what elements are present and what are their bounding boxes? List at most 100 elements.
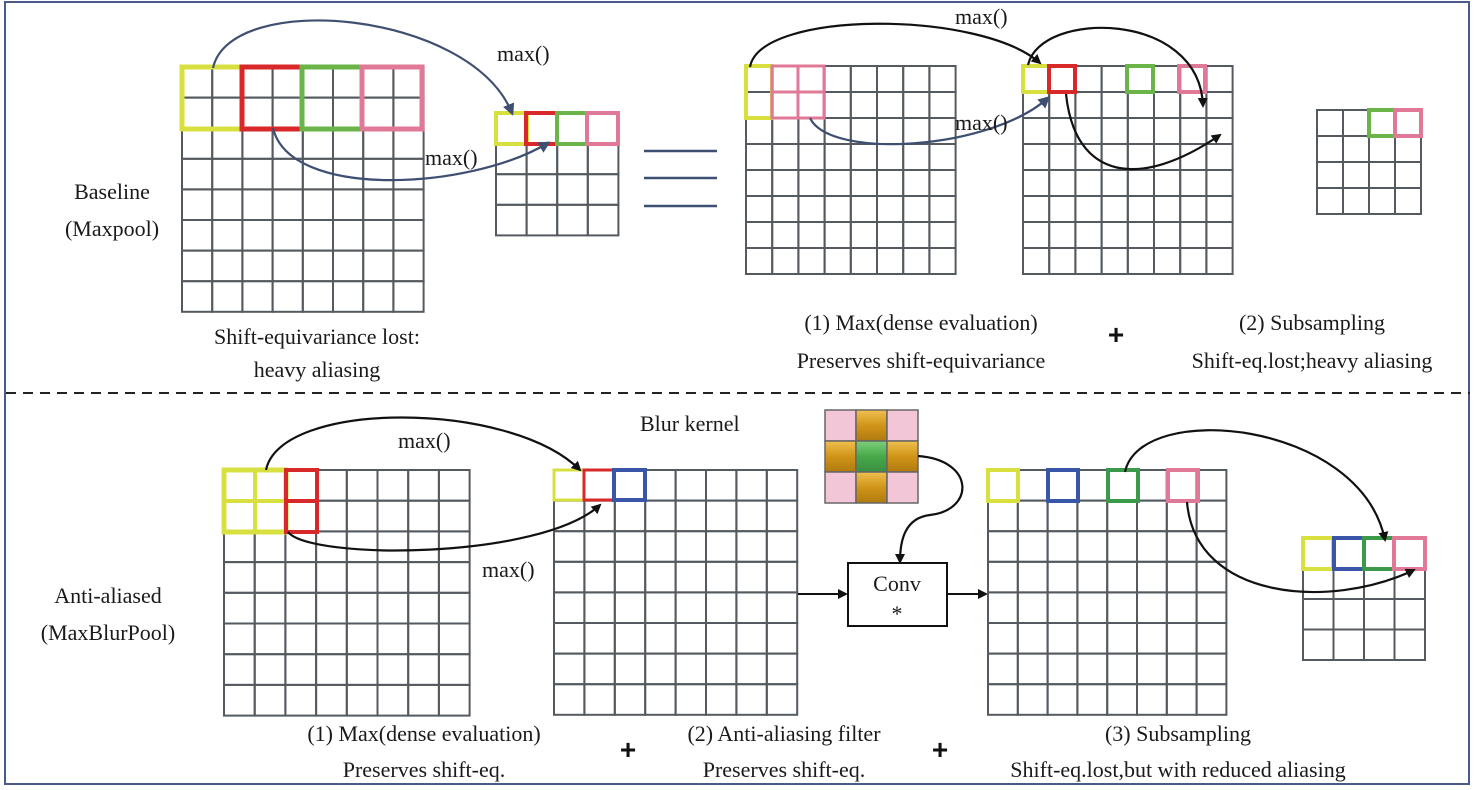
conv-label: Conv [873,571,921,596]
grid-cell [613,560,647,594]
aa-max-label-bottom: max() [482,557,535,582]
grid-cell [284,499,318,533]
grid-cell [362,96,395,130]
grid-cell [1342,161,1370,189]
grid-cell [1136,622,1168,655]
aa-blur-green [1106,468,1140,503]
grid-cell [1316,187,1344,215]
kernel-cell-pink [824,409,857,442]
grid-cell [1048,65,1077,93]
grid-cell [1205,221,1234,249]
grid-cell [705,499,738,533]
grid-cell [1195,683,1228,716]
grid-cell [211,96,244,130]
grid-cell [301,219,334,252]
grid-cell [1074,91,1103,119]
aa-max-label-top: max() [398,428,451,453]
grid-cell [1074,65,1103,93]
grid-cell [1153,247,1182,275]
grid-cell [876,247,905,275]
grid-cell [1302,628,1335,661]
grid-cell [223,469,256,502]
grid-cell [823,195,852,223]
grid-cell [1136,499,1168,533]
aa-plus-icon-1: + [620,734,636,765]
grid-cell [495,112,528,145]
grid-cell [745,65,774,93]
grid-cell [902,117,931,145]
grid-cell [1368,187,1396,215]
grid-cell [407,622,440,656]
grid-cell [1046,622,1079,655]
conv-block: Conv * [847,562,948,627]
grid-cell [876,169,905,197]
grid-cell [823,91,852,119]
grid-cell [1048,143,1077,171]
grid-cell [902,195,931,223]
grid-cell [849,91,878,119]
grid-cell [583,683,616,716]
grid-cell [1022,195,1051,223]
grid-cell [1394,187,1422,215]
grid-cell [1106,622,1138,655]
grid-cell [392,96,425,130]
grid-cell [705,530,738,563]
grid-cell [1136,469,1168,502]
grid-cell [644,530,677,563]
grid-cell [253,622,287,656]
grid-cell [1316,161,1344,189]
grid-cell [211,66,244,99]
grid-cell [583,652,616,686]
grid-cell [987,591,1019,625]
grid-cell [583,560,616,594]
aa-step3-caption: (3) Subsampling [1105,721,1251,746]
grid-cell [1332,598,1365,631]
grid-cell [1076,499,1109,533]
aa-out-green [1362,536,1396,571]
grid-cell [735,652,768,686]
grid-cell [987,683,1019,716]
grid-cell [876,65,905,93]
grid-cell [823,221,852,249]
grid-cell [553,469,586,502]
grid-cell [241,249,274,283]
dense-max-label-bottom: max() [955,110,1008,135]
grid-cell [1022,65,1051,93]
grid-cell [849,195,878,223]
grid-cell [223,591,256,625]
grid-cell [765,622,799,655]
grid-cell [392,157,425,191]
grid-cell [223,561,256,594]
grid-cell [1046,560,1079,594]
grid-cell [1046,652,1079,686]
grid-cell [376,622,410,656]
grid-cell [1165,622,1198,655]
grid-cell [745,169,774,197]
grid-cell [241,219,274,252]
grid-cell [1205,169,1234,197]
grid-cell [745,117,774,145]
output-cell-red [524,111,559,146]
grid-cell [253,591,287,625]
grid-cell [181,219,214,252]
aa-row-label-sub: (MaxBlurPool) [41,620,175,645]
grid-cell [1106,591,1138,625]
grid-cell [613,622,647,655]
grid-cell [1332,628,1365,661]
grid-cell [553,683,586,716]
grid-cell [1106,499,1138,533]
baseline-max-label-top: max() [497,41,550,66]
grid-cell [271,127,304,160]
grid-cell [362,280,395,313]
grid-cell [987,652,1019,686]
grid-cell [797,143,826,171]
grid-cell [735,469,768,502]
grid-cell [797,91,826,119]
aa-out-yellow [1301,536,1335,571]
equals-icon [644,149,717,208]
grid-cell [902,221,931,249]
grid-cell [771,221,800,249]
grid-cell [1342,187,1370,215]
grid-cell [437,622,471,656]
aa-dense-yellow [552,468,586,502]
